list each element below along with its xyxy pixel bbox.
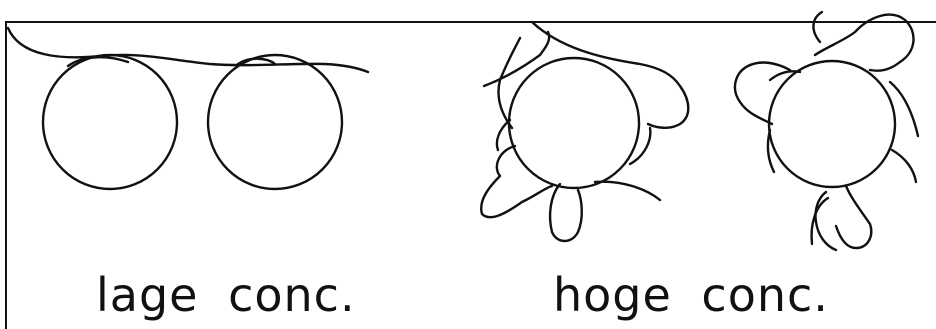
polymer-arc-bottom-left xyxy=(812,198,828,244)
colloid-particle-2 xyxy=(208,55,342,189)
polymer-arc-upper-left xyxy=(484,32,549,86)
polymer-arc-lower-right-outer xyxy=(892,150,916,182)
polymer-arc-right xyxy=(630,128,650,164)
caption-high-concentration: hoge conc. xyxy=(553,272,829,318)
polymer-arc-top xyxy=(813,12,822,42)
colloid-particle-4 xyxy=(769,61,895,187)
polymer-loop-left xyxy=(735,63,790,124)
colloid-particle-1 xyxy=(43,55,177,189)
polymer-loop-bottom xyxy=(550,184,582,241)
caption-low-concentration: lage conc. xyxy=(96,272,356,318)
colloid-particle-3 xyxy=(509,58,639,188)
polymer-chain-top xyxy=(532,22,688,128)
polymer-loop-lower-left xyxy=(481,146,552,217)
polymer-loop-top-right xyxy=(815,15,914,71)
high-concentration-panel xyxy=(481,12,918,250)
low-concentration-panel xyxy=(8,28,368,189)
polymer-loop-bottom-right xyxy=(836,186,871,248)
polymer-arc-lower-right xyxy=(595,182,660,200)
adsorbed-polymer-chain xyxy=(8,28,368,72)
